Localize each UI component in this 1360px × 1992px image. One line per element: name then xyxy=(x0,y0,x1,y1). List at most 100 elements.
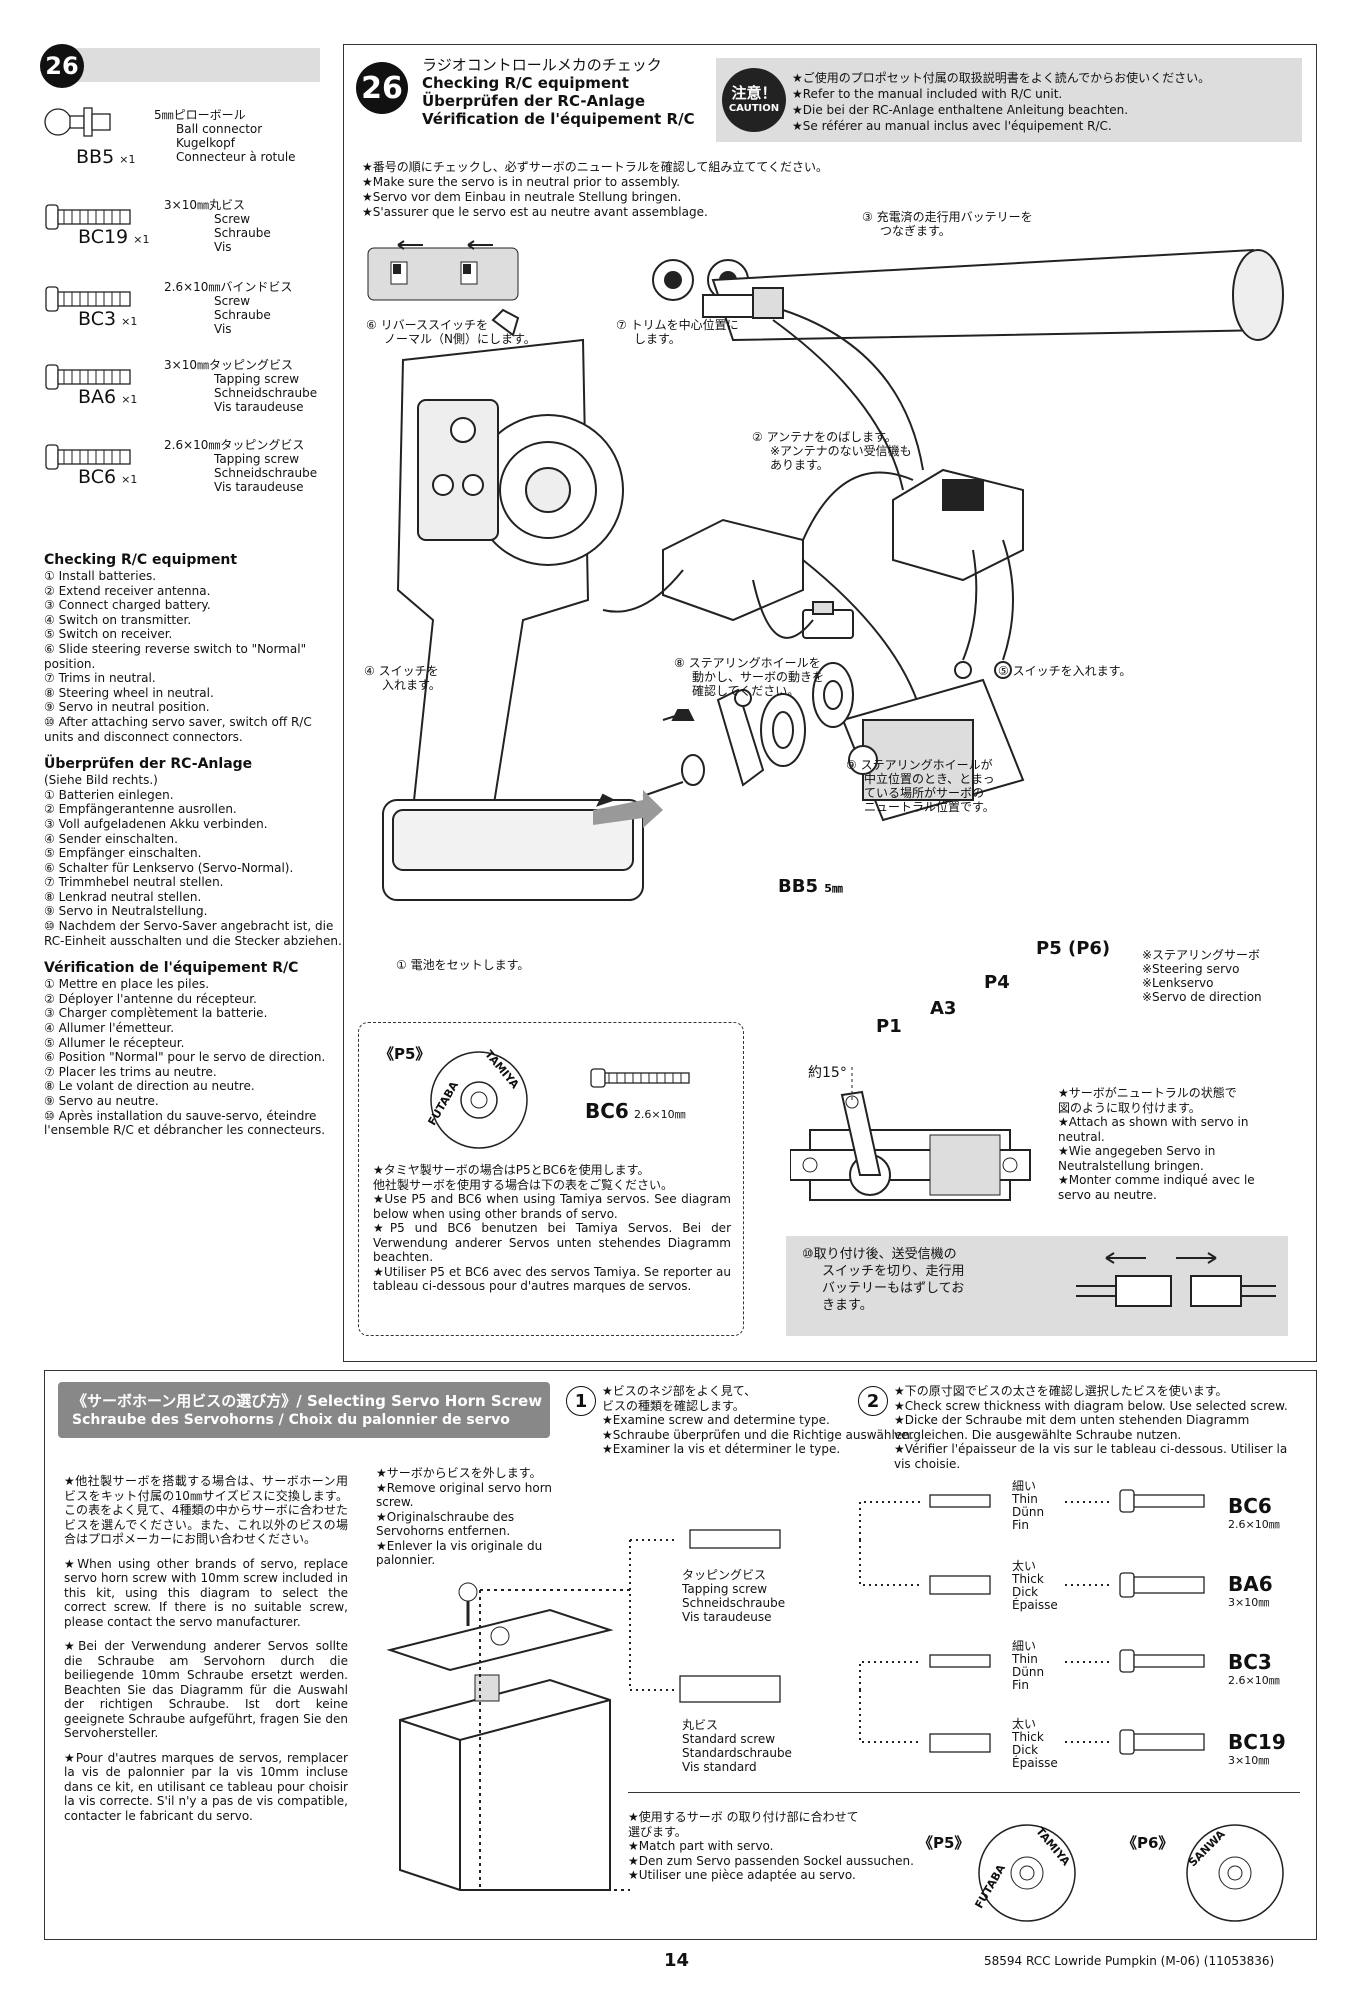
checklist-item: ③ Voll aufgeladenen Akku verbinden. xyxy=(44,816,268,831)
power-switch-icon xyxy=(802,601,854,639)
angle-label: 約15° xyxy=(808,1065,847,1081)
step-titles: ラジオコントロールメカのチェック Checking R/C equipment … xyxy=(422,56,695,128)
p5-horn-icon xyxy=(430,1051,528,1149)
neutral-note: ★サーボがニュートラルの状態で図のように取り付けます。★Attach as sh… xyxy=(1058,1086,1255,1202)
checklist-title: Checking R/C equipment xyxy=(44,552,238,568)
checklist-item: ② Extend receiver antenna. xyxy=(44,583,211,598)
screw-intro-text: ★他社製サーボを搭載する場合は、サーボホーン用ビスをキット付属の10㎜サイズビス… xyxy=(64,1474,348,1823)
checklist-item: ④ Switch on transmitter. xyxy=(44,612,192,627)
checklist-item: ⑤ Allumer le récepteur. xyxy=(44,1035,185,1050)
step2-badge: 2 xyxy=(858,1386,888,1416)
callout-7: ⑦ トリムを中心位置にします。 xyxy=(616,318,739,346)
p6-horn-bottom-icon xyxy=(1186,1824,1284,1922)
checklist-item: ③ Charger complètement la batterie. xyxy=(44,1006,268,1021)
checklist-item: ⑧ Steering wheel in neutral. xyxy=(44,685,214,700)
caution-line: ★Die bei der RC-Anlage enthaltene Anleit… xyxy=(792,103,1129,117)
step1-badge: 1 xyxy=(566,1386,596,1416)
checklist-item: ⑥ Slide steering reverse switch to "Norm… xyxy=(44,641,307,671)
part-code: BC3 ×1 xyxy=(78,308,138,330)
checklist-item: ⑦ Trims in neutral. xyxy=(44,671,156,686)
callout-8: ⑧ ステアリングホイールを動かし、サーボの動きを確認してください。 xyxy=(674,656,825,698)
callout-3: ③ 充電済の走行用バッテリーをつなぎます。 xyxy=(862,210,1033,238)
checklist-subtitle: (Siehe Bild rechts.) xyxy=(44,773,158,788)
reverse-switch-icon xyxy=(367,240,519,301)
label-bb5: BB5 5㎜ xyxy=(778,876,843,897)
part-spec: 2.6×10㎜タッピングビス xyxy=(164,438,305,452)
p5-label-bottom: 《P5》 xyxy=(918,1834,970,1852)
title-de: Überprüfen der RC-Anlage xyxy=(422,92,646,110)
rc-equipment-illustration xyxy=(367,240,1284,901)
checklist-item: ⑩ After attaching servo saver, switch of… xyxy=(44,714,312,744)
screw-icon xyxy=(45,444,131,470)
callout-4: ④ スイッチを入れます。 xyxy=(364,664,441,692)
step1-text: ★ビスのネジ部をよく見て、ビスの種類を確認します。★Examine screw … xyxy=(602,1384,914,1456)
main-step-badge: 26 xyxy=(356,62,408,114)
esc-icon xyxy=(892,468,1024,679)
p5-info-box: 《P5》 FUTABA TAMIYA BC6 2.6×10㎜ ★タミヤ製サーボの… xyxy=(358,1022,744,1336)
part-code: BB5 ×1 xyxy=(76,146,136,168)
screw-icon xyxy=(45,286,131,312)
divider-line xyxy=(628,1792,1300,1793)
page-number: 14 xyxy=(664,1950,690,1971)
caution-box: 注意！ CAUTION ★ご使用のプロポセット付属の取扱説明書をよく読んでからお… xyxy=(716,58,1302,142)
ball-connector-icon xyxy=(44,107,111,137)
p6-label-bottom: 《P6》 xyxy=(1122,1834,1174,1852)
caution-line: ★Refer to the manual included with R/C u… xyxy=(792,87,1063,101)
part-spec: 3×10㎜丸ビス xyxy=(164,198,245,212)
checklist-item: ⑤ Switch on receiver. xyxy=(44,627,173,642)
intro-notes: ★番号の順にチェックし、必ずサーボのニュートラルを確認して組み立ててください。★… xyxy=(362,160,829,219)
arrow-icon xyxy=(593,790,663,828)
label-p1: P1 xyxy=(876,1016,902,1037)
checklist-item: ② Déployer l'antenne du récepteur. xyxy=(44,991,257,1006)
checklist-item: ⑧ Lenkrad neutral stellen. xyxy=(44,889,202,904)
part-code: BC19 ×1 xyxy=(78,226,150,248)
servo-with-horn-illustration xyxy=(386,1582,630,1891)
step10-box: ⑩取り付け後、送受信機のスイッチを切り、走行用バッテリーもはずしておきます。 xyxy=(786,1236,1288,1336)
checklist-item: ④ Allumer l'émetteur. xyxy=(44,1021,175,1036)
checklist-item: ① Batterien einlegen. xyxy=(44,787,174,802)
disconnect-connector-icon xyxy=(1076,1252,1276,1307)
screw-icon xyxy=(45,204,131,230)
remove-screw-text: ★サーボからビスを外します。★Remove original servo hor… xyxy=(376,1466,553,1567)
checklist-item: ① Mettre en place les piles. xyxy=(44,977,210,992)
label-a3: A3 xyxy=(930,998,957,1019)
main-step-frame xyxy=(343,44,1317,1362)
transmitter-icon xyxy=(382,308,644,901)
label-p4: P4 xyxy=(984,972,1010,993)
part-spec: 3×10㎜タッピングビス xyxy=(164,358,293,372)
caution-line: ★Se référer au manual inclus avec l'équi… xyxy=(792,119,1112,133)
checklist-item: ① Install batteries. xyxy=(44,569,157,583)
caution-badge: 注意！ CAUTION xyxy=(722,68,786,132)
screw-selection-banner: 《サーボホーン用ビスの選び方》/ Selecting Servo Horn Sc… xyxy=(58,1382,550,1438)
p5-label: 《P5》 xyxy=(379,1045,431,1063)
step-number-badge: 26 xyxy=(40,44,84,88)
checklist-item: ⑤ Empfänger einschalten. xyxy=(44,846,202,861)
step2-text: ★下の原寸図でビスの太さを確認し選択したビスを使います。★Check screw… xyxy=(894,1384,1288,1471)
checklist-item: ⑧ Le volant de direction au neutre. xyxy=(44,1079,255,1094)
checklist-item: ⑨ Servo au neutre. xyxy=(44,1094,159,1108)
checklist-item: ⑥ Schalter für Lenkservo (Servo-Normal). xyxy=(44,860,294,875)
checklist-item: ③ Connect charged battery. xyxy=(44,598,211,613)
screw-selection-tree xyxy=(629,1489,1205,1755)
callout-5: ⑤ スイッチを入れます。 xyxy=(998,664,1132,678)
screw-icon xyxy=(45,364,131,390)
p5-horn-bottom-icon xyxy=(978,1824,1076,1922)
step-header-left: 26 xyxy=(40,44,325,88)
servo-saver-parts xyxy=(596,662,854,807)
